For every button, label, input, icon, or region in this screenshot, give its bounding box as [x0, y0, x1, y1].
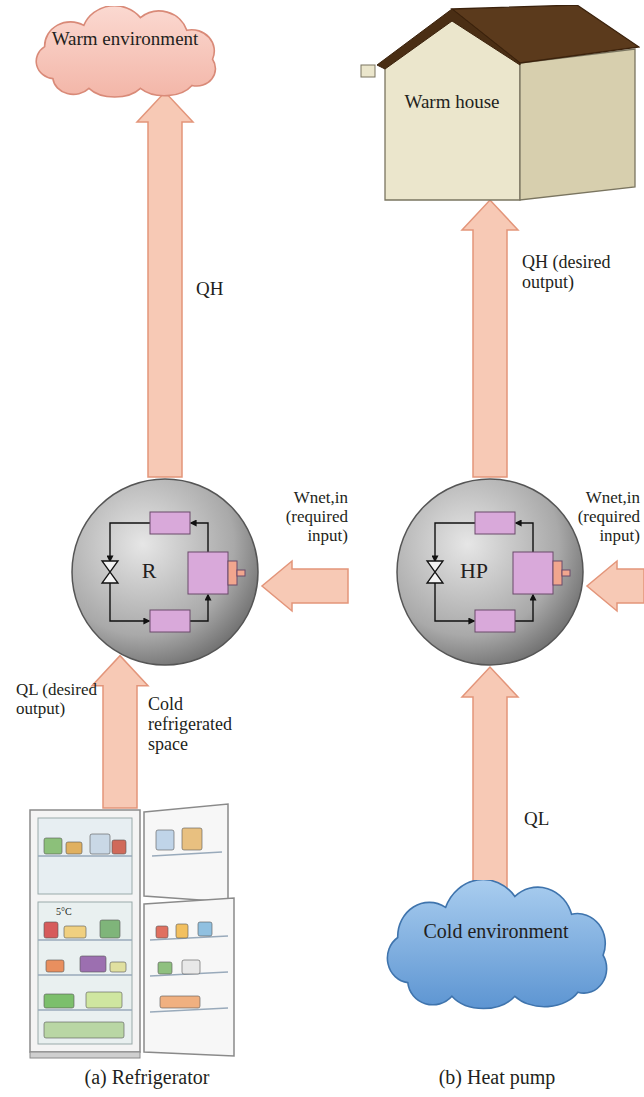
cycle-circle-outline	[70, 477, 260, 667]
node-label: Warm house	[397, 91, 507, 112]
work-input-label: Wnet,in (required input)	[556, 488, 640, 545]
house-node: Warm house	[355, 5, 640, 203]
cloud-node: Cold environment	[370, 880, 622, 1010]
cloud-node-outline	[22, 6, 228, 98]
heat-flow-label: QL (desired output)	[16, 680, 98, 718]
heat-flow-label: QL	[524, 808, 584, 829]
heat-flow-label: QH (desired output)	[522, 252, 618, 292]
node-label: R	[124, 559, 174, 584]
heat-flow-label: QH	[196, 278, 256, 299]
cycle-circle: HP	[395, 477, 585, 667]
cloud-node: Warm environment	[22, 6, 228, 98]
temperature-label: 5°C	[56, 906, 96, 917]
node-label: Cold refrigerated space	[148, 694, 252, 754]
heat-flow-arrow	[462, 667, 518, 892]
caption-label: (a) Refrigerator	[52, 1066, 242, 1088]
refrigerator-node: Cold refrigerated space	[20, 790, 250, 1062]
cycle-circle-outline	[395, 477, 585, 667]
heat-flow-arrow	[137, 92, 193, 477]
cycle-circle: R	[70, 477, 260, 667]
node-label: Cold environment	[410, 920, 582, 942]
refrigerator-node-outline	[20, 790, 250, 1062]
node-label: HP	[444, 559, 504, 584]
work-input-arrow	[587, 561, 644, 611]
work-input-label: Wnet,in (required input)	[262, 488, 348, 545]
cloud-node-outline	[370, 880, 622, 1010]
node-label: Warm environment	[42, 28, 208, 49]
heat-flow-arrow	[462, 200, 518, 477]
work-input-arrow	[262, 561, 348, 611]
caption-label: (b) Heat pump	[392, 1066, 602, 1088]
heat-flow-arrow	[92, 656, 148, 808]
